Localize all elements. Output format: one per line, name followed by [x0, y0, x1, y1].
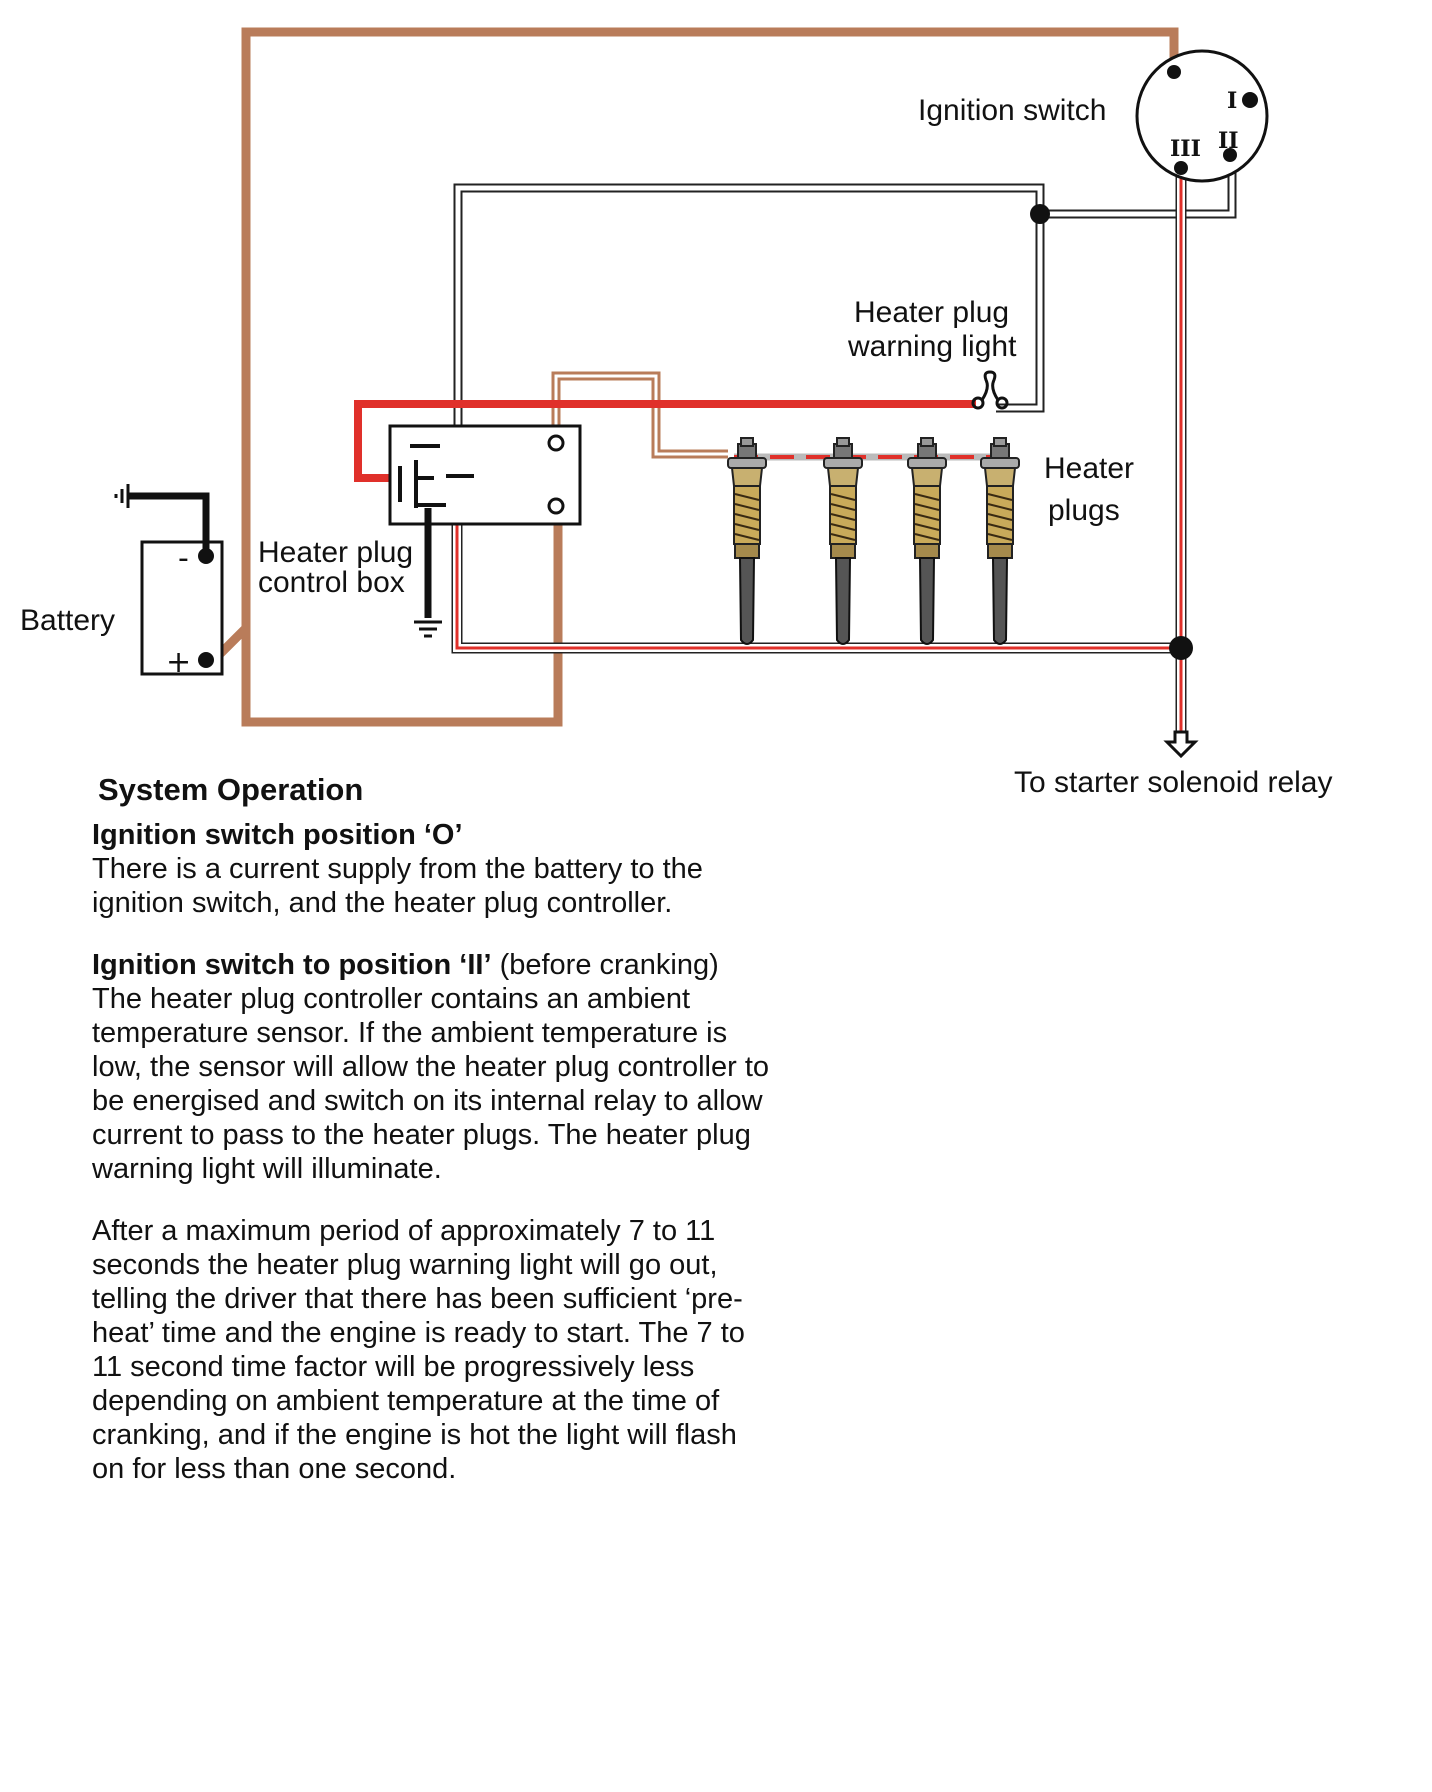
heater-plug-1	[727, 437, 767, 645]
label-heater-plugs-1: Heater	[1044, 452, 1134, 485]
battery-positive-sign: +	[166, 645, 191, 680]
section-title: System Operation	[98, 772, 364, 807]
heater-plug-2	[823, 437, 863, 645]
position-ii-section: Ignition switch to position ‘II’ (before…	[92, 948, 772, 1186]
starter-arrow	[1163, 730, 1199, 759]
wiring-diagram: - + I II III Ignition switch Heater plug…	[20, 27, 1333, 799]
control-box-ground-icon	[414, 620, 442, 638]
label-control-box-1: Heater plug	[258, 536, 413, 569]
switch-position-ii: II	[1218, 128, 1239, 154]
timing-paragraph: After a maximum period of approximately …	[92, 1215, 745, 1485]
position-o-section: Ignition switch position ‘O’ There is a …	[92, 818, 772, 920]
position-ii-heading: Ignition switch to position ‘II’	[92, 949, 492, 981]
wire-switch-to-warning-light	[996, 155, 1237, 413]
warning-light-icon	[971, 370, 1009, 410]
battery	[140, 540, 224, 676]
label-heater-plugs-2: plugs	[1048, 494, 1120, 527]
system-operation-text: System Operation Ignition switch positio…	[92, 770, 772, 1486]
junction-dot-starter	[1169, 636, 1193, 660]
heater-plug-3	[907, 437, 947, 645]
switch-position-i: I	[1227, 88, 1237, 114]
brown-wire-control-box-to-plugs	[551, 371, 728, 459]
brown-wire-battery-to-ignition	[210, 27, 1179, 664]
battery-ground-wire	[128, 492, 210, 556]
position-ii-heading-suffix: (before cranking)	[491, 949, 719, 981]
position-ii-body: The heater plug controller contains an a…	[92, 983, 770, 1185]
label-battery: Battery	[20, 604, 115, 637]
battery-negative-sign: -	[178, 541, 189, 576]
switch-position-iii: III	[1170, 136, 1201, 162]
control-box-terminal-bottom	[547, 497, 565, 515]
control-box-terminal-top	[547, 434, 565, 452]
position-o-body: There is a current supply from the batte…	[92, 853, 703, 919]
label-warning-light-2: warning light	[847, 330, 1017, 363]
label-warning-light-1: Heater plug	[854, 296, 1009, 329]
position-o-heading: Ignition switch position ‘O’	[92, 819, 463, 851]
ignition-switch	[1135, 49, 1269, 183]
heater-plug-4	[980, 437, 1020, 645]
brown-wire-battery-to-control-box	[241, 506, 563, 727]
label-control-box-2: control box	[258, 566, 405, 599]
junction-dot-switch	[1030, 204, 1050, 224]
label-starter: To starter solenoid relay	[1014, 766, 1333, 799]
battery-ground-icon	[114, 484, 130, 508]
red-wire-warning-light-to-control-box	[354, 400, 976, 482]
label-ignition-switch: Ignition switch	[918, 94, 1106, 127]
